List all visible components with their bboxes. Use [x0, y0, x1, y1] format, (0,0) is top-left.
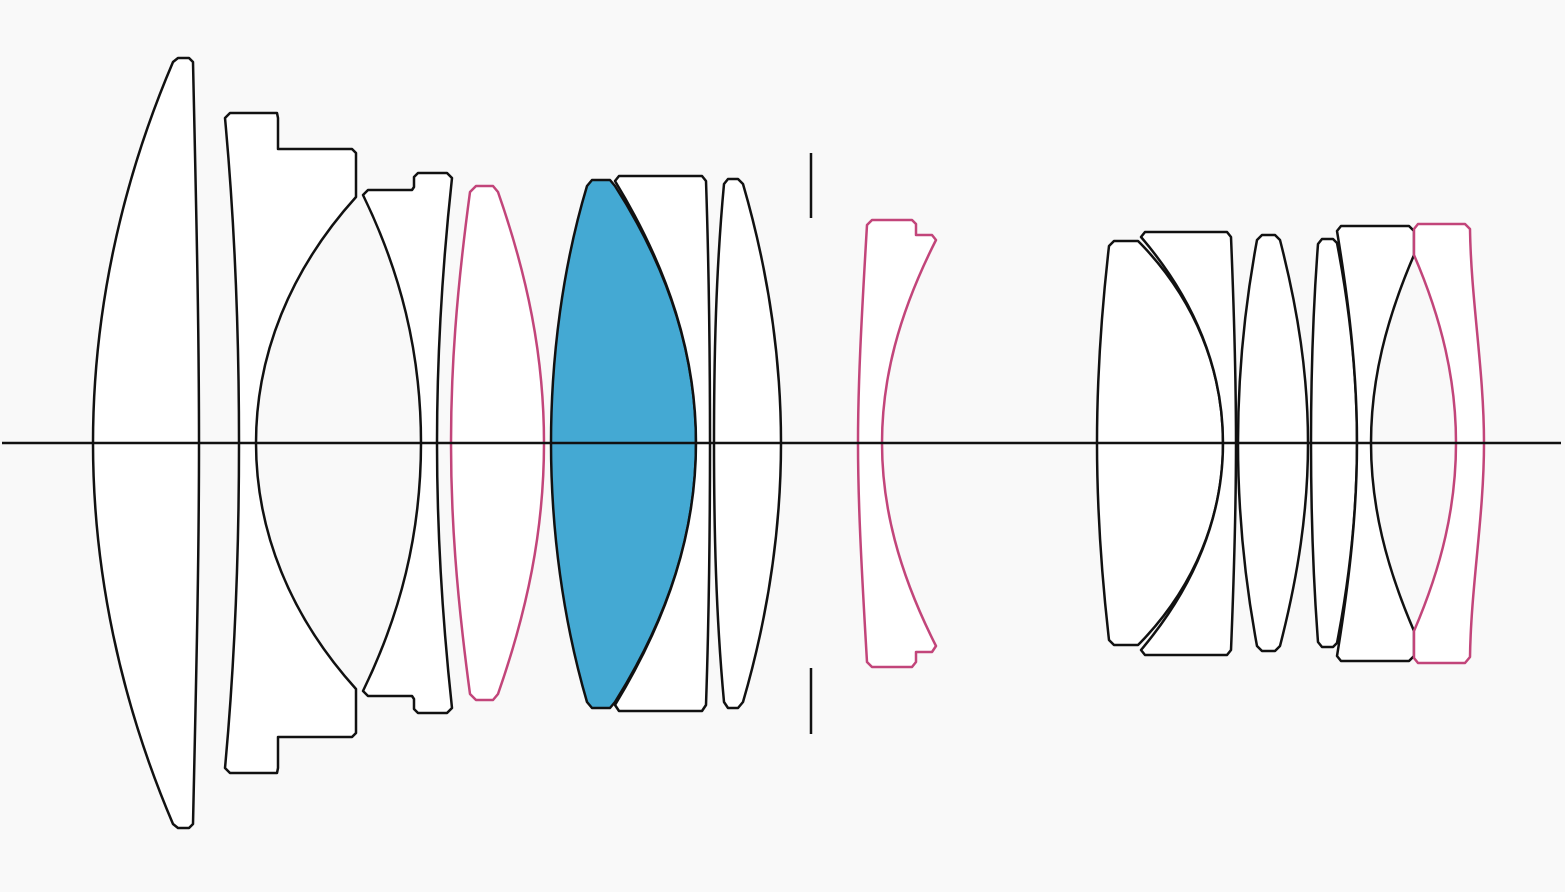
lens-element-6	[613, 174, 712, 713]
lens-element-10	[1139, 230, 1238, 657]
lens-element-3	[361, 171, 454, 715]
lens-element-2	[223, 111, 358, 775]
lens-element-8-special	[856, 218, 938, 669]
lens-element-14-special	[1412, 222, 1486, 665]
